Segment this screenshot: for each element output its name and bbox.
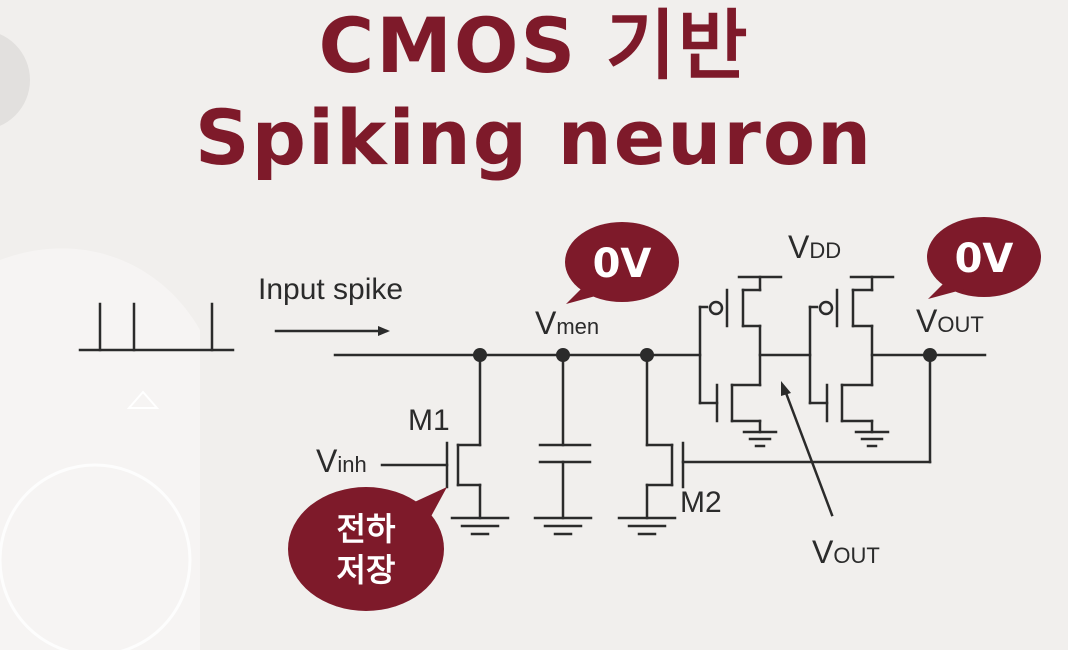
vdd-main: V [788,229,810,265]
vout-value-text: 0V [955,236,1014,282]
vout-top-main: V [916,303,938,339]
vdd-sub: DD [809,238,841,263]
junction-m1 [473,348,487,362]
charge-storage-bubble: 전하 저장 [288,487,447,611]
inverter-2 [808,275,895,448]
vout-value-bubble: 0V [927,217,1041,299]
transistor-m1 [380,353,482,520]
ground-capacitor [533,516,593,536]
vinh-sub: inh [337,452,366,477]
vout-bottom-main: V [812,534,834,570]
vmen-main: V [535,305,557,341]
vout-pointer-arrow [781,381,834,517]
input-spike-label: Input spike [258,273,403,306]
decor-ring [0,463,192,650]
vdd-label: VDD [788,229,841,265]
junction-dots [473,348,937,362]
page-title: CMOS 기반 Spiking neuron [0,8,1068,192]
vmen-value-text: 0V [593,241,652,287]
vinh-main: V [316,443,338,479]
title-line-2: Spiking neuron [194,93,874,182]
vout-bottom-label: VOUT [812,534,880,570]
vinh-label: Vinh [316,443,367,479]
title-line-1: CMOS 기반 [318,1,750,90]
charge-text-line-1: 전하 [337,510,396,548]
ground-m1 [450,516,510,536]
m2-label: M2 [680,486,722,519]
vmen-label: Vmen [535,305,599,341]
vmen-value-bubble: 0V [565,222,679,304]
inverter-1 [698,275,783,448]
junction-vmen [556,348,570,362]
decor-triangle [126,390,160,409]
transistor-m2 [645,353,932,520]
decor-circle-top-left [0,34,30,126]
junction-vout [923,348,937,362]
m1-label: M1 [408,404,450,437]
vout-bottom-sub: OUT [833,543,879,568]
input-arrow [274,326,390,336]
membrane-capacitor [538,353,592,520]
ground-m2 [617,516,677,536]
vmen-sub: men [556,314,599,339]
junction-m2 [640,348,654,362]
input-spike-waveform [78,302,235,352]
vout-top-sub: OUT [937,312,983,337]
charge-text-line-2: 저장 [337,551,396,589]
vout-top-label: VOUT [916,303,984,339]
